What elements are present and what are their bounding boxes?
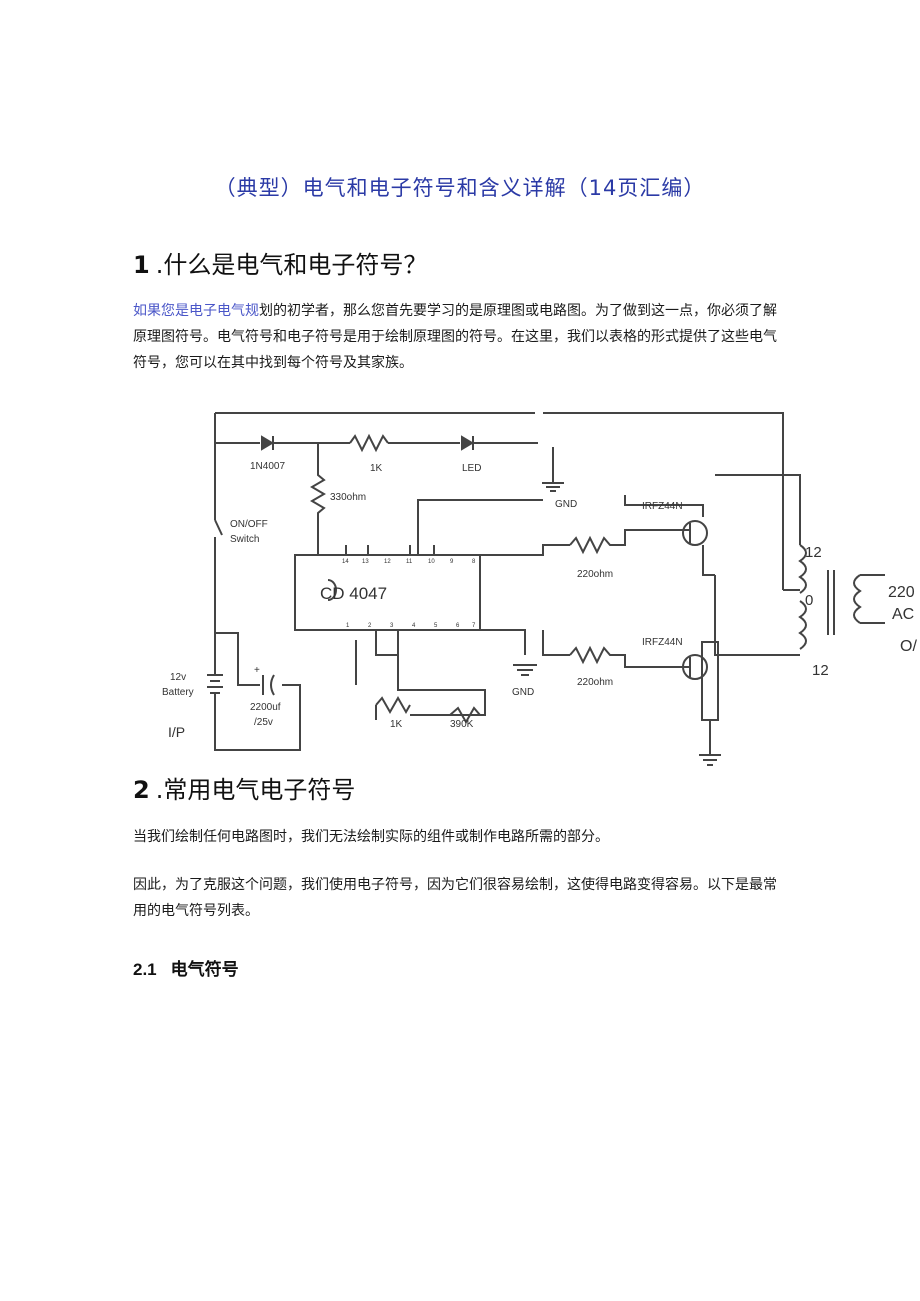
label-r3: 220ohm [577,569,613,580]
label-ac1: 220 [888,584,915,601]
label-ic: CD 4047 [320,584,387,603]
label-ip: I/P [168,724,185,740]
label-cap2: /25v [254,717,273,728]
label-r4: 220ohm [577,677,613,688]
pin-12: 12 [384,559,391,565]
section-1-number: 1 [133,251,150,279]
section-2-title: .常用电气电子符号 [155,776,356,804]
label-mos2: IRFZ44N [642,637,683,648]
label-ac2: AC [892,606,914,623]
pin-2: 2 [368,623,372,629]
pin-1: 1 [346,623,350,629]
pin-11: 11 [406,559,413,565]
pin-8: 8 [472,559,476,565]
subsection-title: 电气符号 [170,960,239,979]
subsection-heading: 2.1 电气符号 [133,955,239,980]
pin-9: 9 [450,559,454,565]
label-gnd1: GND [555,499,577,510]
label-pot: 1K [390,719,403,730]
section-1-text: 划的初学者，那么您首先要学习的是原理图或电路图。为了做到这一点，你必须了解原理图… [133,303,777,371]
label-led: LED [462,463,481,474]
pin-7: 7 [472,623,476,629]
label-switch1: ON/OFF [230,519,268,530]
section-2-number: 2 [133,776,150,804]
label-plus: + [254,665,260,676]
pin-4: 4 [412,623,416,629]
label-battery2: Battery [162,687,194,698]
label-ac3: O/ [900,638,917,655]
pin-13: 13 [362,559,369,565]
section-2-heading: 2.常用电气电子符号 [133,770,355,805]
pin-5: 5 [434,623,438,629]
label-gnd2: GND [512,687,534,698]
label-tap-bot: 12 [812,662,829,679]
label-switch2: Switch [230,534,259,545]
subsection-number: 2.1 [133,960,157,979]
label-tap-mid: 0 [805,592,813,609]
document-title: （典型）电气和电子符号和含义详解（14页汇编） [214,176,706,200]
label-r2: 330ohm [330,492,366,503]
section-2-paragraph-2: 因此，为了克服这个问题，我们使用电子符号，因为它们很容易绘制，这使得电路变得容易… [133,877,777,919]
pin-3: 3 [390,623,394,629]
label-mos1: IRFZ44N [642,501,683,512]
label-r1: 1K [370,463,383,474]
section-1-paragraph: 如果您是电子电气规划的初学者，那么您首先要学习的是原理图或电路图。为了做到这一点… [133,298,789,376]
label-battery1: 12v [170,672,186,683]
circuit-diagram: 1N4007 1K LED 330ohm GND IRFZ44N ON/OFF … [162,412,917,766]
label-diode: 1N4007 [250,461,285,472]
label-cap1: 2200uf [250,702,281,713]
inline-link[interactable]: 如果您是电子电气规 [133,303,259,319]
section-1-title: .什么是电气和电子符号？ [155,251,428,279]
pin-10: 10 [428,559,435,565]
label-r5: 390K [450,719,474,730]
pin-14: 14 [342,559,349,565]
section-1-heading: 1.什么是电气和电子符号？ [133,245,427,280]
section-2-paragraph-1: 当我们绘制任何电路图时，我们无法绘制实际的组件或制作电路所需的部分。 [133,829,609,845]
label-tap-top: 12 [805,544,822,561]
pin-6: 6 [456,623,460,629]
